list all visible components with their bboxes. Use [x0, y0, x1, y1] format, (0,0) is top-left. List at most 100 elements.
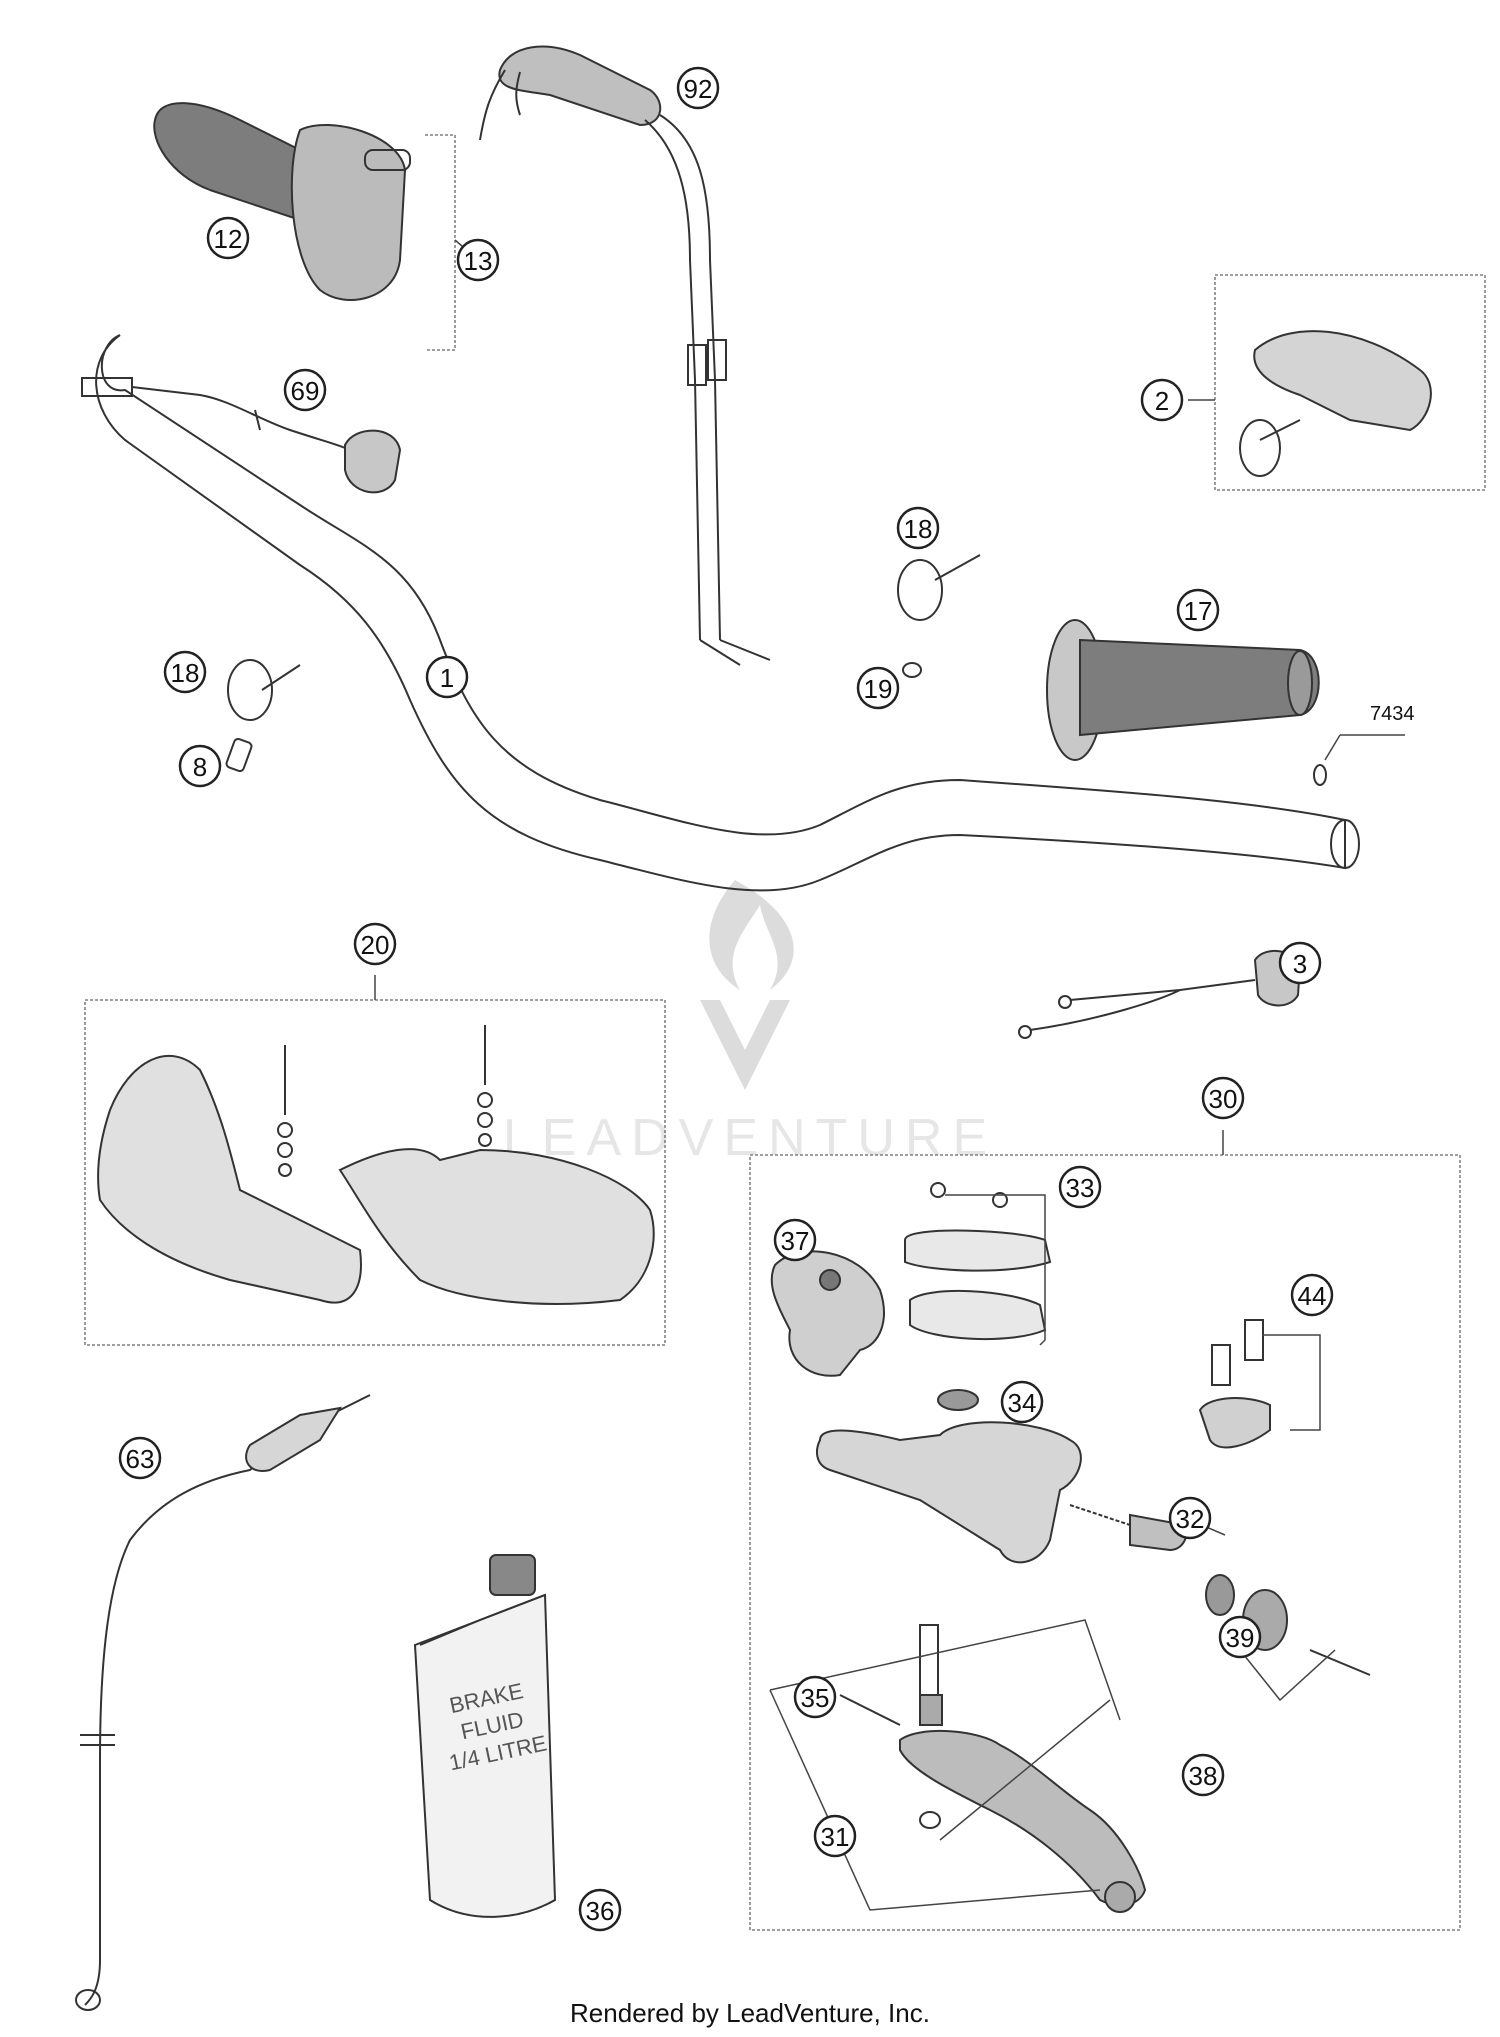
- callout-circle: [896, 506, 940, 550]
- callout-c8: 8: [178, 744, 222, 788]
- callout-c1: 1: [425, 655, 469, 699]
- callout-c92: 92: [676, 66, 720, 110]
- callout-c31: 31: [813, 1814, 857, 1858]
- callout-label: 92: [684, 74, 713, 104]
- throttle-cables: [479, 45, 771, 666]
- callout-circle: [793, 1675, 837, 1719]
- callout-circle: [1181, 1753, 1225, 1797]
- part-7434: 7434: [1313, 703, 1415, 786]
- callout-circle: [813, 1814, 857, 1858]
- callout-c20: 20: [353, 922, 397, 966]
- cable-tie-18-left: [227, 659, 301, 721]
- hand-guard-holder: [1239, 330, 1432, 477]
- watermark-logo: LEADVENTURE: [503, 880, 997, 1167]
- cable-63: [75, 1394, 371, 2011]
- callout-c33: 33: [1058, 1165, 1102, 1209]
- callout-c36: 36: [578, 1888, 622, 1932]
- callout-label: 13: [464, 246, 493, 276]
- callout-label: 30: [1209, 1084, 1238, 1114]
- callout-circle: [1201, 1076, 1245, 1120]
- callout-circle: [1278, 941, 1322, 985]
- callout-c38: 38: [1181, 1753, 1225, 1797]
- callout-circle: [1176, 588, 1220, 632]
- callout-c37: 37: [773, 1218, 817, 1262]
- callout-label: 1: [440, 663, 454, 693]
- callout-c3: 3: [1278, 941, 1322, 985]
- callout-circle: [1290, 1273, 1334, 1317]
- hand-guards: [97, 1025, 655, 1305]
- reservoir-cover-33: [904, 1182, 1052, 1346]
- callout-label: 3: [1293, 949, 1307, 979]
- callout-c39: 39: [1218, 1615, 1262, 1659]
- callout-label: 20: [361, 930, 390, 960]
- callout-circle: [283, 368, 327, 412]
- throttle-grip: [153, 102, 411, 301]
- lever-31: [769, 1619, 1147, 1913]
- callout-c17: 17: [1176, 588, 1220, 632]
- callout-circle: [1000, 1380, 1044, 1424]
- callout-circle: [163, 650, 207, 694]
- cable-tie-18-right: [897, 554, 981, 621]
- callout-circle: [1140, 378, 1184, 422]
- callout-circle: [1168, 1496, 1212, 1540]
- grip-17: [1046, 619, 1320, 761]
- callout-c13: 13: [456, 238, 500, 282]
- callout-label: 38: [1189, 1761, 1218, 1791]
- callout-label: 2: [1155, 386, 1169, 416]
- callout-circle: [353, 922, 397, 966]
- piston-32: [1189, 1519, 1371, 1702]
- plug-8: [225, 737, 253, 773]
- callout-label: 18: [171, 658, 200, 688]
- callout-c63: 63: [118, 1436, 162, 1480]
- callout-label: 18: [904, 514, 933, 544]
- callout-circle: [773, 1218, 817, 1262]
- callout-c12: 12: [206, 216, 250, 260]
- part-number-7434: 7434: [1370, 703, 1415, 725]
- callout-label: 33: [1066, 1173, 1095, 1203]
- callout-label: 17: [1184, 596, 1213, 626]
- callout-c30: 30: [1201, 1076, 1245, 1120]
- callout-circle: [206, 216, 250, 260]
- callout-label: 36: [586, 1896, 615, 1926]
- footer-credit: Rendered by LeadVenture, Inc.: [570, 1998, 930, 2028]
- callout-label: 8: [193, 752, 207, 782]
- callout-c35: 35: [793, 1675, 837, 1719]
- callout-label: 34: [1008, 1388, 1037, 1418]
- button-3: [1018, 949, 1302, 1039]
- callout-circle: [178, 744, 222, 788]
- callout-circle: [578, 1888, 622, 1932]
- callout-label: 39: [1226, 1623, 1255, 1653]
- master-cylinder: [816, 1421, 1188, 1564]
- callout-label: 31: [821, 1822, 850, 1852]
- callout-label: 19: [864, 674, 893, 704]
- clamp-44: [1198, 1319, 1321, 1449]
- box-2: [1214, 274, 1486, 491]
- callout-c18a: 18: [896, 506, 940, 550]
- kill-switch-69: [81, 377, 402, 494]
- callout-c18b: 18: [163, 650, 207, 694]
- callout-circle: [856, 666, 900, 710]
- nut-19: [902, 662, 922, 678]
- callout-label: 44: [1298, 1281, 1327, 1311]
- callout-c19: 19: [856, 666, 900, 710]
- callout-c44: 44: [1290, 1273, 1334, 1317]
- brake-fluid-bottle: BRAKE FLUID 1/4 LITRE: [413, 1554, 557, 1918]
- callout-label: 32: [1176, 1504, 1205, 1534]
- callout-circle: [456, 238, 500, 282]
- callout-circle: [1058, 1165, 1102, 1209]
- callout-circle: [676, 66, 720, 110]
- callout-label: 12: [214, 224, 243, 254]
- diaphragm-34: [937, 1389, 979, 1411]
- callout-c2: 2: [1140, 378, 1184, 422]
- callout-c34: 34: [1000, 1380, 1044, 1424]
- callout-circle: [425, 655, 469, 699]
- watermark-text: LEADVENTURE: [503, 1109, 997, 1167]
- callout-c32: 32: [1168, 1496, 1212, 1540]
- callout-circle: [1218, 1615, 1262, 1659]
- box-30: [749, 1154, 1461, 1931]
- callout-circle: [118, 1436, 162, 1480]
- cover-37: [770, 1250, 885, 1377]
- callout-label: 35: [801, 1683, 830, 1713]
